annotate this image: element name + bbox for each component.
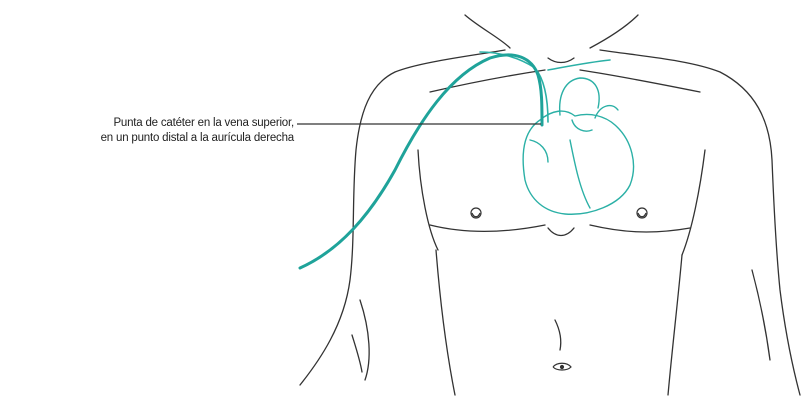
left-brachiocephalic-vein [548,60,610,70]
sternal-notch [548,58,574,63]
heart-outline [523,111,633,214]
right-torso-side [668,255,682,395]
abdomen-line [555,320,561,350]
left-torso-side [436,250,455,395]
right-nipple-detail [638,213,646,217]
sternum-base [548,228,574,236]
annotation-line-2: en un punto distal a la aurícula derecha [12,131,294,146]
right-inner-arm-line [752,270,770,360]
catheter-tip-annotation: Punta de catéter en la vena superior, en… [12,116,294,146]
heart-ventricle-line [570,140,590,208]
catheter-line [300,55,542,268]
right-pectoral-line [590,225,690,232]
annotation-line-1: Punta de catéter en la vena superior, [12,116,294,131]
left-pectoral-line [430,225,545,231]
heart-right-atrium [530,140,548,162]
right-shoulder-outline [600,50,800,395]
heart-aorta [560,78,599,115]
left-nipple-detail [472,213,480,217]
neck-right-line [590,15,638,48]
neck-left-line [465,15,510,48]
navel-center [561,366,564,369]
heart-pulmonary [572,120,592,131]
left-arm-crease [352,335,362,372]
right-armpit-line [682,150,705,255]
left-armpit-line [418,150,438,250]
